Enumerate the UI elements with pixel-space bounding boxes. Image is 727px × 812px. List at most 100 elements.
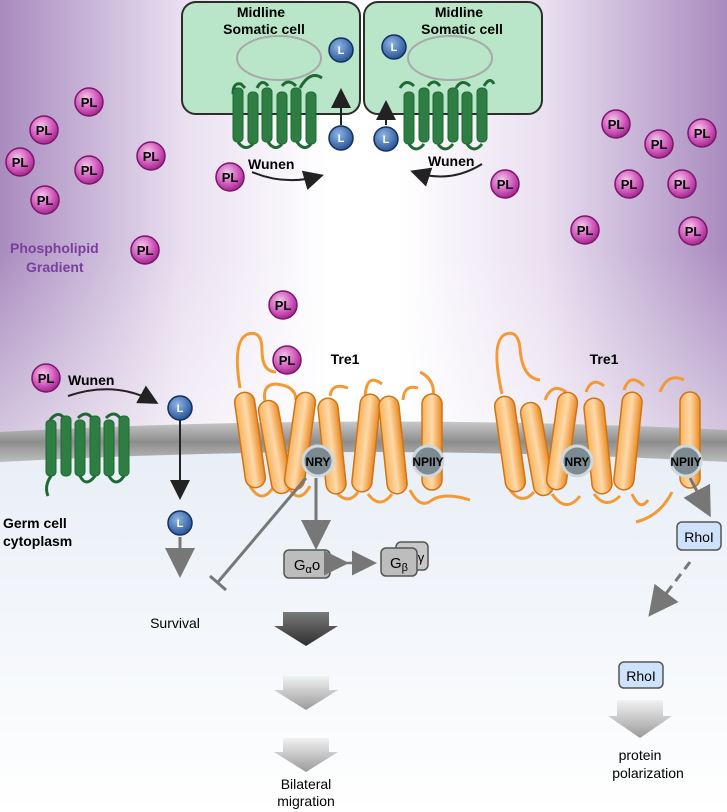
germ-cell-label-line1: Germ cell <box>3 515 67 531</box>
somatic-cell-left-line2: Somatic cell <box>223 21 305 37</box>
rhol-relocalization-arrow <box>648 561 692 617</box>
pl-label: PL <box>674 177 691 192</box>
pl-label: PL <box>685 224 702 239</box>
phospholipid-molecule: PL <box>74 87 104 117</box>
inhibition-bar <box>209 574 227 592</box>
phospholipid-molecule: PL <box>31 363 61 393</box>
phospholipid-molecule: PL <box>268 290 298 320</box>
galpha-o-box: Gαo <box>283 549 331 579</box>
phospholipid-molecule: PL <box>136 141 166 171</box>
ligand-label: L <box>177 403 184 415</box>
ligand-label: L <box>338 133 345 145</box>
migration-arrow-3 <box>274 738 338 772</box>
pl-label: PL <box>694 126 711 141</box>
phospholipid-molecule: PL <box>29 115 59 145</box>
phospholipid-molecule: PL <box>490 169 520 199</box>
wunen-protein-somatic-left <box>231 74 323 149</box>
nry-motif-right: NRY <box>560 444 594 478</box>
pl-label: PL <box>38 371 55 386</box>
survival-label: Survival <box>150 615 200 631</box>
phospholipid-gradient-label-line1: Phospholipid <box>10 240 99 256</box>
svg-text:Gβ: Gβ <box>390 555 408 574</box>
galpha-prefix: G <box>294 557 306 574</box>
ligand-molecule: L <box>328 125 354 151</box>
ligand-label: L <box>383 134 390 146</box>
wunen-label-germ-cell: Wunen <box>68 372 114 388</box>
phospholipid-molecule: PL <box>687 118 717 148</box>
ggamma-label: γ <box>418 550 425 565</box>
pl-label: PL <box>137 243 154 258</box>
pl-label: PL <box>143 149 160 164</box>
nry-label-right: NRY <box>565 455 590 469</box>
somatic-cell-right-line2: Somatic cell <box>421 21 503 37</box>
somatic-cell-left-line1: Midline <box>237 4 285 20</box>
rhol-box-membrane: RhoI <box>676 521 722 551</box>
phospholipid-molecule: PL <box>601 109 631 139</box>
ligand-molecule: L <box>328 37 354 63</box>
phospholipid-molecule: PL <box>644 129 674 159</box>
svg-text:Gαo: Gαo <box>294 557 320 576</box>
ligand-molecule: L <box>373 126 399 152</box>
ligand-molecule: L <box>167 395 193 421</box>
germ-cell-label-line2: cytoplasm <box>3 533 72 549</box>
npiiy-label-right: NPIIY <box>670 455 701 469</box>
gbeta-prefix: G <box>390 555 402 572</box>
pl-label: PL <box>81 163 98 178</box>
pl-label: PL <box>275 298 292 313</box>
migration-label-line2: migration <box>277 793 335 809</box>
migration-arrow-1 <box>274 612 338 646</box>
npiiy-motif-right: NPIIY <box>669 444 703 478</box>
pl-label: PL <box>651 137 668 152</box>
wunen-protein-germ-cell <box>45 412 130 497</box>
rhol-label-cytoplasm: RhoI <box>626 668 656 684</box>
phospholipid-molecule: PL <box>570 215 600 245</box>
phospholipid-molecule: PL <box>678 216 708 246</box>
phospholipid-molecule: PL <box>5 147 35 177</box>
npiiy-motif-left: NPIIY <box>411 444 445 478</box>
phospholipid-molecule: PL <box>30 185 60 215</box>
galpha-sub: α <box>305 564 312 576</box>
phospholipid-molecule: PL <box>667 169 697 199</box>
phospholipid-molecule: PL <box>272 345 302 375</box>
rhol-activation-arrow <box>683 477 711 518</box>
migration-label-line1: Bilateral <box>281 776 332 792</box>
tre1-label-right: Tre1 <box>590 351 619 367</box>
pl-label: PL <box>279 353 296 368</box>
somatic-cell-right: Midline Somatic cell <box>363 1 543 115</box>
survival-inhibition-line <box>216 477 308 583</box>
pl-label: PL <box>222 170 239 185</box>
phospholipid-molecule: PL <box>215 162 245 192</box>
wunen-activity-arrow-left <box>251 170 324 191</box>
wunen-label-somatic-right: Wunen <box>428 153 474 169</box>
phospholipid-molecule: PL <box>74 155 104 185</box>
ligand-molecule: L <box>167 510 193 536</box>
migration-arrow-2 <box>274 676 338 710</box>
ligand-molecule: L <box>381 34 407 60</box>
polarization-arrow <box>608 700 672 738</box>
pl-label: PL <box>577 223 594 238</box>
ligand-label: L <box>177 518 184 530</box>
pl-label: PL <box>497 177 514 192</box>
rhol-box-cytoplasm: RhoI <box>618 661 664 689</box>
gbeta-gamma-box: γ Gβ <box>380 541 429 577</box>
pl-label: PL <box>37 193 54 208</box>
phospholipid-molecule: PL <box>614 169 644 199</box>
wunen-activity-arrow-right <box>410 163 483 187</box>
wunen-protein-somatic-right <box>398 79 496 151</box>
npiiy-label-left: NPIIY <box>412 455 443 469</box>
somatic-cell-right-line1: Midline <box>435 4 483 20</box>
wunen-label-somatic-left: Wunen <box>248 156 294 172</box>
polarization-label-line2: polarization <box>612 765 684 781</box>
pl-label: PL <box>621 177 638 192</box>
wunen-activity-arrow-germ-cell <box>67 385 159 404</box>
galpha-suffix: o <box>312 557 320 574</box>
nry-label-left: NRY <box>306 455 331 469</box>
gbeta-sub: β <box>402 562 408 574</box>
ligand-molecules: L L L L L L <box>167 34 407 536</box>
polarization-label-line1: protein <box>619 747 662 763</box>
rhol-label-membrane: RhoI <box>684 529 714 545</box>
ligand-label: L <box>338 45 345 57</box>
pl-label: PL <box>81 95 98 110</box>
